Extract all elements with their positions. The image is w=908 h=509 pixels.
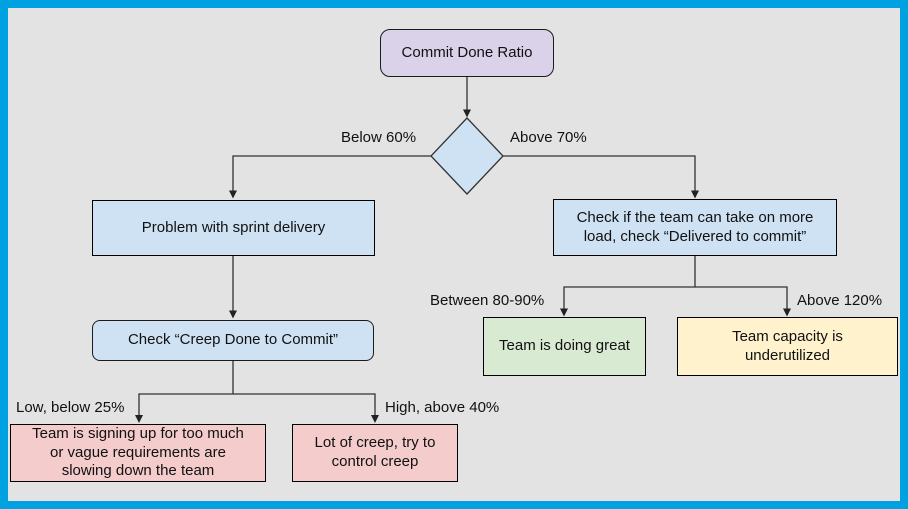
node-lot-of-creep: Lot of creep, try to control creep — [292, 424, 458, 482]
edge-label-above-120: Above 120% — [797, 292, 883, 309]
node-team-capacity-underutilized: Team capacity is underutilized — [677, 317, 898, 376]
node-team-doing-great: Team is doing great — [483, 317, 646, 376]
node-commit-done-ratio: Commit Done Ratio — [380, 29, 554, 77]
edge-label-low-below-25: Low, below 25% — [16, 399, 125, 416]
edge-label-above-70: Above 70% — [510, 129, 587, 146]
node-signing-up-too-much: Team is signing up for too much or vague… — [10, 424, 266, 482]
edge-label-between-80-90: Between 80-90% — [430, 292, 545, 309]
node-check-team-load: Check if the team can take on more load,… — [553, 199, 837, 256]
edge-label-below-60: Below 60% — [341, 129, 417, 146]
node-problem-sprint-delivery: Problem with sprint delivery — [92, 200, 375, 256]
edge-label-high-above-40: High, above 40% — [385, 399, 500, 416]
node-check-creep-done-to-commit: Check “Creep Done to Commit” — [92, 320, 374, 361]
